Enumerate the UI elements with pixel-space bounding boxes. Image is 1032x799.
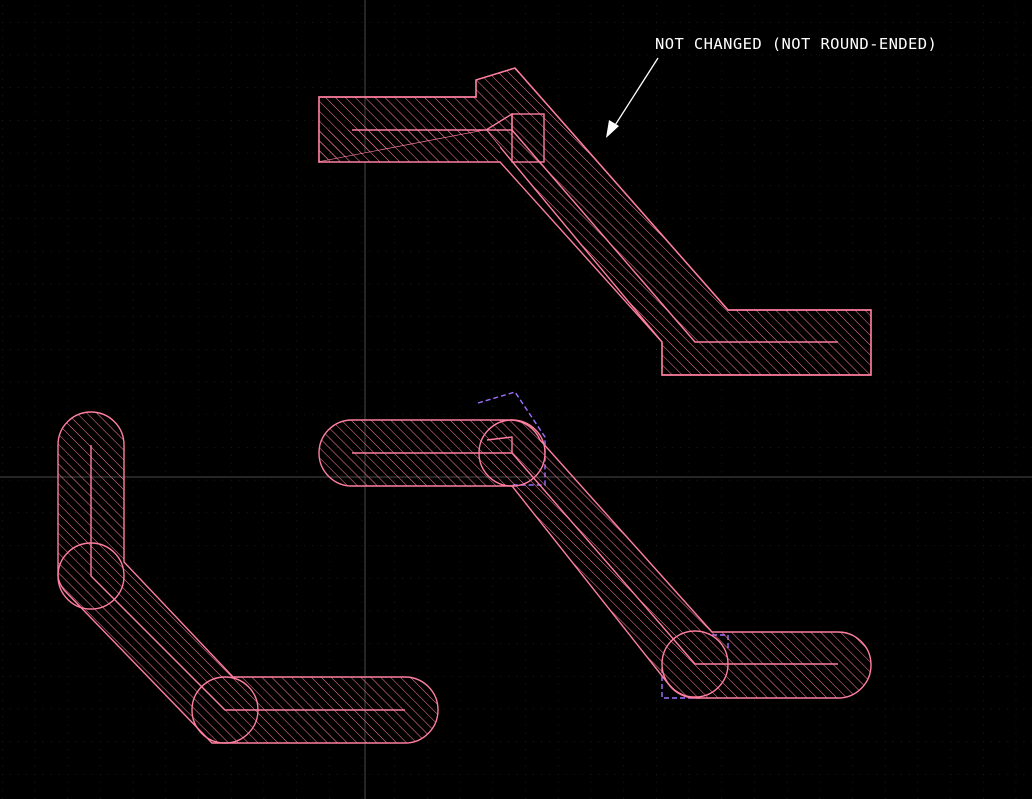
path-round-ended-left-body[interactable] — [57, 411, 439, 744]
path-square-ended[interactable] — [318, 67, 872, 376]
annotation-arrow — [606, 57, 659, 138]
path-square-ended-corner-notch — [485, 112, 513, 131]
path-square-ended-corner-box — [511, 113, 545, 163]
path-round-ended-left-spine — [90, 445, 405, 711]
path-round-ended-right-body[interactable] — [318, 419, 872, 699]
arrow-pointer-icon — [611, 57, 659, 131]
path-round-ended-left[interactable] — [57, 411, 439, 744]
path-square-ended-spine — [352, 129, 838, 343]
path-round-ended-right[interactable] — [318, 391, 872, 699]
path-square-ended-lower-edge — [319, 130, 500, 162]
path-square-ended-outline — [318, 67, 872, 376]
path-round-ended-right-spine — [352, 452, 838, 665]
annotation-label: NOT CHANGED (NOT ROUND-ENDED) — [655, 35, 938, 53]
arrow-head-icon — [606, 120, 619, 138]
joint-notch-right — [486, 436, 513, 453]
